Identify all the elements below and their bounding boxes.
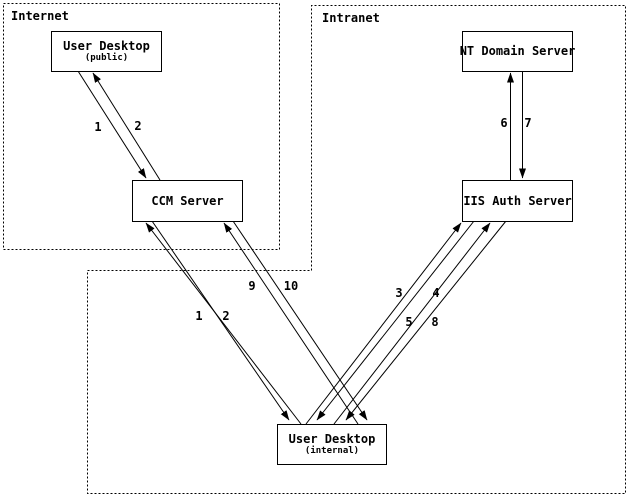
- edge-label-6: 6: [500, 116, 508, 130]
- intranet-zone-label: Intranet: [322, 11, 380, 25]
- internet-zone-border: [3, 3, 280, 250]
- edge-5-iis-to-internal-desktop: [316, 220, 475, 421]
- node-iis-auth-server: IIS Auth Server: [462, 180, 573, 222]
- edge-2-ccm-to-public-desktop: [92, 72, 161, 181]
- edge-4-internal-desktop-to-iis: [333, 222, 491, 425]
- node-nt-domain-server: NT Domain Server: [459, 31, 576, 72]
- node-subtitle: (public): [84, 53, 129, 63]
- node-title: CCM Server: [151, 193, 224, 208]
- node-title: User Desktop: [63, 39, 150, 53]
- node-title: User Desktop: [288, 432, 376, 446]
- node-subtitle: (internal): [304, 446, 360, 456]
- edge-label-public-1: 1: [94, 120, 102, 134]
- edge-label-internal-1: 1: [195, 309, 203, 323]
- intranet-zone-border: [87, 5, 626, 494]
- edge-8-iis-to-internal-desktop: [345, 220, 507, 421]
- node-user-desktop-public: User Desktop (public): [51, 31, 162, 72]
- edge-label-3: 3: [395, 286, 403, 300]
- edge-9-internal-desktop-to-ccm: [223, 222, 359, 425]
- edge-label-8: 8: [431, 315, 439, 329]
- edge-label-public-2: 2: [134, 119, 142, 133]
- edge-1-public-desktop-to-ccm: [77, 70, 147, 179]
- edge-2-internal-desktop-to-ccm: [145, 222, 302, 425]
- node-ccm-server: CCM Server: [132, 180, 243, 222]
- internet-zone-label: Internet: [11, 9, 69, 23]
- edge-label-internal-2: 2: [222, 309, 230, 323]
- edge-label-9: 9: [248, 279, 256, 293]
- node-title: IIS Auth Server: [463, 193, 572, 208]
- edge-label-7: 7: [524, 116, 532, 130]
- node-user-desktop-internal: User Desktop (internal): [277, 424, 387, 465]
- edge-3-internal-desktop-to-iis: [305, 222, 462, 425]
- edge-label-4: 4: [432, 286, 440, 300]
- node-title: NT Domain Server: [459, 44, 576, 58]
- edge-10-ccm-to-internal-desktop: [232, 220, 368, 421]
- edge-label-5: 5: [405, 315, 413, 329]
- edge-1-ccm-to-internal-desktop: [151, 220, 290, 421]
- edge-label-10: 10: [283, 279, 299, 293]
